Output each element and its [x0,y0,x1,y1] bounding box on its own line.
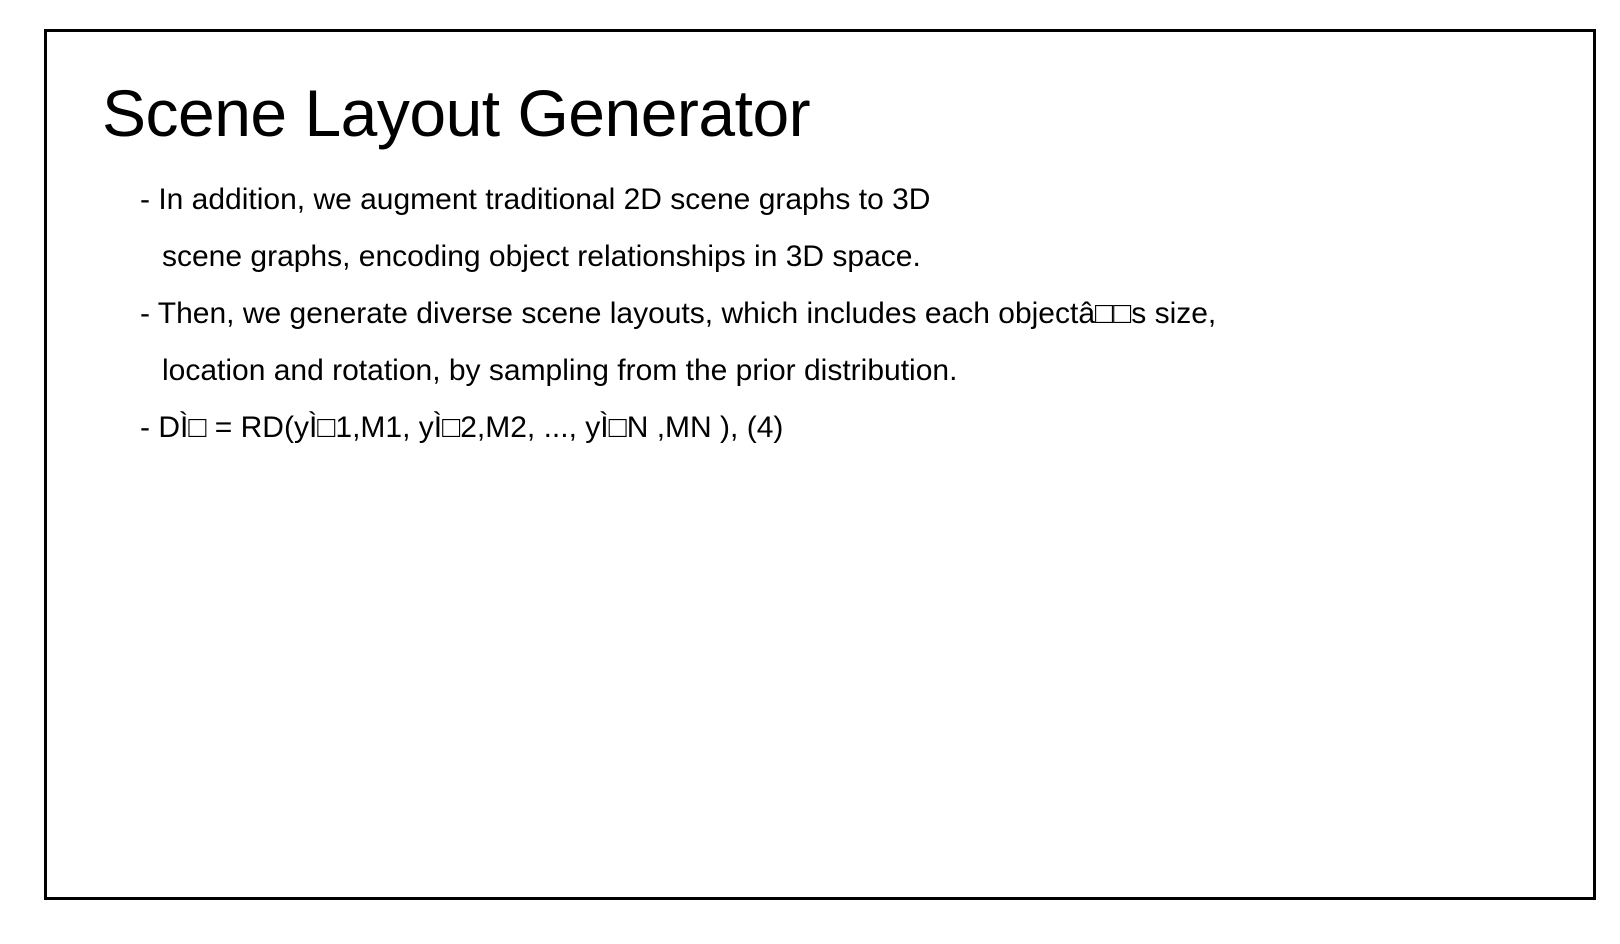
bullet-line-2: - Then, we generate diverse scene layout… [140,297,1217,330]
bullet-list: - In addition, we augment traditional 2D… [140,171,1216,456]
slide-title: Scene Layout Generator [102,76,811,150]
bullet-line-1-continued: scene graphs, encoding object relationsh… [162,240,921,273]
bullet-line-1: - In addition, we augment traditional 2D… [140,183,931,216]
bullet-line-3-equation: - DÌ□ = RD(yÌ□1,M1, yÌ□2,M2, ..., yÌ□N ,… [140,411,784,444]
bullet-line-2-continued: location and rotation, by sampling from … [162,354,958,387]
slide-frame: Scene Layout Generator - In addition, we… [44,29,1596,900]
